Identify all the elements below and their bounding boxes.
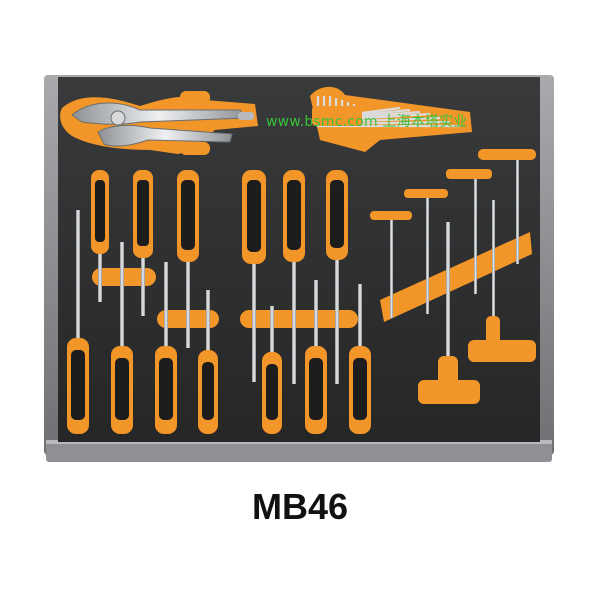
- screwdriver: [198, 290, 218, 434]
- t-handle-key: [418, 222, 480, 402]
- screwdrivers-top-row: [91, 170, 348, 384]
- t-handle-key: [470, 200, 532, 358]
- t-handle-key: [370, 211, 412, 318]
- screwdriver: [91, 170, 109, 302]
- screwdriver: [155, 262, 177, 434]
- t-handle-key: [478, 149, 536, 264]
- screwdriver: [133, 170, 153, 316]
- screwdriver: [305, 280, 327, 434]
- screwdriver: [283, 170, 305, 384]
- t-handle-keys: [370, 149, 536, 402]
- t-handle-key: [446, 169, 492, 294]
- screwdriver: [349, 284, 371, 434]
- locking-pliers: [71, 102, 254, 147]
- screwdrivers-bottom-row: [67, 210, 371, 434]
- screwdriver: [111, 242, 133, 434]
- screwdriver: [242, 170, 266, 382]
- screwdriver: [326, 170, 348, 384]
- model-code: MB46: [251, 486, 349, 527]
- watermark-text: www.bsmc.com 上海本塔实业: [266, 114, 468, 130]
- screwdriver: [177, 170, 199, 348]
- hex-key-set: [312, 96, 460, 128]
- screwdriver: [262, 306, 282, 434]
- t-handle-key: [404, 189, 448, 314]
- screwdriver: [67, 210, 89, 434]
